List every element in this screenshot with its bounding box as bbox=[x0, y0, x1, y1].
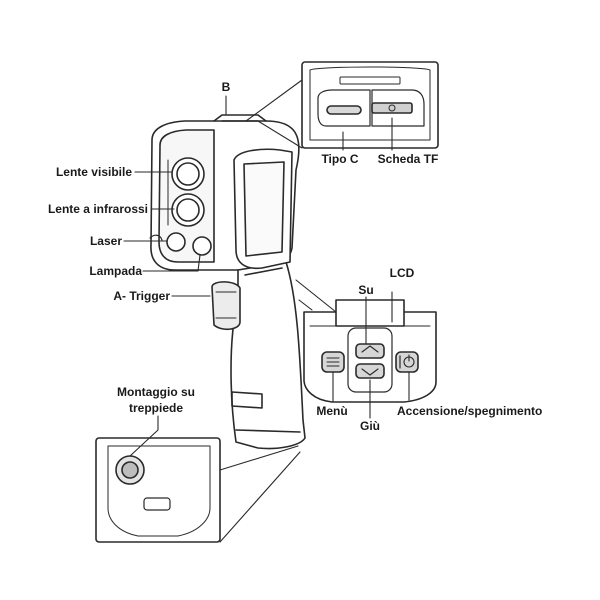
buttons-inset bbox=[295, 279, 437, 403]
label-laser: Laser bbox=[89, 234, 122, 248]
label-lamp: Lampada bbox=[89, 264, 142, 278]
label-trigger: A- Trigger bbox=[113, 289, 170, 303]
label-power-button: Accensione/spegnimento bbox=[397, 404, 543, 418]
label-down-button: Giù bbox=[360, 419, 380, 433]
front-lens-cluster bbox=[149, 157, 212, 256]
leader-lines bbox=[123, 95, 410, 457]
label-infrared-lens: Lente a infrarossi bbox=[47, 202, 148, 216]
label-usb-type-c: Tipo C bbox=[321, 152, 359, 166]
label-tripod-mount-line1: Montaggio su bbox=[117, 385, 195, 399]
label-b: B bbox=[221, 80, 231, 94]
label-tripod-mount-line2: treppiede bbox=[128, 401, 183, 415]
label-lcd: LCD bbox=[389, 266, 415, 280]
tripod-inset bbox=[95, 437, 301, 543]
ports-inset bbox=[245, 61, 439, 149]
label-tf-card: Scheda TF bbox=[377, 152, 439, 166]
label-visible-lens: Lente visibile bbox=[55, 165, 132, 179]
camera-body bbox=[150, 114, 306, 450]
label-menu-button: Menù bbox=[316, 404, 348, 418]
label-up-button: Su bbox=[358, 283, 374, 297]
